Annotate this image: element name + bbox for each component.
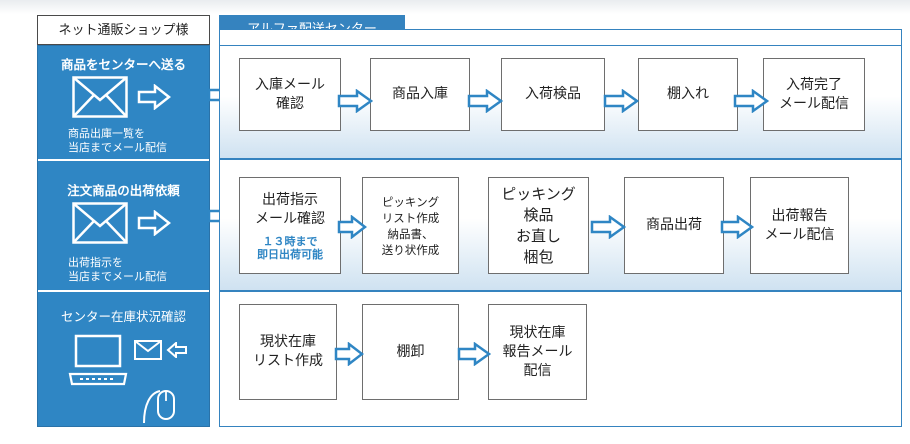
note-line: １３時まで [262,234,318,248]
shop-column: 商品をセンターへ送る 商品出庫一覧を 当店までメール配信 注文商品の出荷依頼 出… [37,45,210,427]
flow-arrow-icon [457,342,491,366]
step-text: 現状在庫 [509,324,566,341]
step-receive-mail-check: 入庫メール 確認 [239,58,341,131]
arrow-left-icon [166,342,187,358]
step-text: 棚入れ [667,86,709,102]
step-arrival-complete-mail: 入荷完了 メール配信 [763,58,865,131]
step-text: 現状在庫 [260,334,316,350]
row1-title: 商品をセンターへ送る [60,57,186,72]
step-text: 検品 [523,205,554,224]
step-shipping-report-mail: 出荷報告 メール配信 [750,177,849,274]
step-text: メール配信 [779,95,849,112]
step-text: 出荷指示 [262,191,318,208]
flow-arrow-icon [467,89,503,113]
flow-arrow-icon [603,89,639,113]
step-picking-list: ピッキング リスト作成 納品書、 送り状作成 [362,177,459,274]
arrow-right-icon [137,210,171,236]
top-shade [0,0,910,14]
step-text: 商品出荷 [646,217,702,233]
row1-note-line: 商品出庫一覧を [68,127,145,140]
step-picking-packing: ピッキング 検品 お直し 梱包 [488,177,589,274]
step-text: 送り状作成 [381,242,440,257]
tab-shop: ネット通販ショップ様 [37,15,210,45]
computer-icon [68,334,128,386]
step-stock-list: 現状在庫 リスト作成 [239,304,337,400]
step-text: 確認 [276,95,304,112]
same-day-note: １３時まで 即日出荷可能 [257,235,323,261]
step-text: お直し [515,226,561,245]
step-text: 入荷完了 [786,76,842,93]
flow-arrow-icon [334,342,364,366]
flow-arrow-icon [590,215,626,239]
step-stocktaking: 棚卸 [362,304,459,400]
mouse-icon [143,390,175,424]
step-text: 商品入庫 [392,86,448,102]
note-line: 即日出荷可能 [257,247,323,261]
step-text: メール確認 [255,210,325,227]
step-text: 梱包 [523,247,554,266]
envelope-icon [72,76,128,118]
step-text: リスト作成 [381,210,440,225]
step-text: ピッキング [381,194,440,209]
envelope-icon [134,340,162,360]
row3-title: センター在庫状況確認 [60,309,186,324]
row2-title: 注文商品の出荷依頼 [67,183,180,198]
step-text: 報告メール [502,343,573,360]
step-text: リスト作成 [253,353,323,369]
row2-note-line: 当店までメール配信 [68,270,167,283]
shop-row-stock: センター在庫状況確認 [38,290,209,426]
step-text: 配信 [523,362,552,379]
step-text: ピッキング [501,184,576,203]
step-goods-shipment: 商品出荷 [624,177,724,274]
flow-arrow-icon [733,89,769,113]
row2-note: 出荷指示を 当店までメール配信 [68,256,208,284]
shop-row-send: 商品をセンターへ送る 商品出庫一覧を 当店までメール配信 [38,46,209,159]
row1-note-line: 当店までメール配信 [68,141,167,154]
row2-note-line: 出荷指示を [68,256,123,269]
step-text: 入庫メール [255,76,325,93]
arrow-right-icon [137,84,171,110]
step-shipping-instruction-check: 出荷指示 メール確認 １３時まで 即日出荷可能 [239,177,341,274]
step-text: メール配信 [764,226,835,243]
step-stock-report-mail: 現状在庫 報告メール 配信 [488,304,587,400]
flow-arrow-icon [337,89,373,113]
envelope-icon [72,202,128,244]
step-text: 出荷報告 [771,207,828,224]
step-shelving: 棚入れ [638,58,738,131]
flow-arrow-icon [337,215,367,239]
step-text: 入荷検品 [525,86,581,102]
step-goods-arrival: 商品入庫 [370,58,470,131]
step-arrival-inspection: 入荷検品 [501,58,605,131]
row1-note: 商品出庫一覧を 当店までメール配信 [68,127,208,155]
flow-arrow-icon [720,215,754,239]
step-text: 棚卸 [396,343,425,360]
shop-row-order: 注文商品の出荷依頼 出荷指示を 当店までメール配信 [38,159,209,290]
step-text: 納品書、 [387,226,434,241]
